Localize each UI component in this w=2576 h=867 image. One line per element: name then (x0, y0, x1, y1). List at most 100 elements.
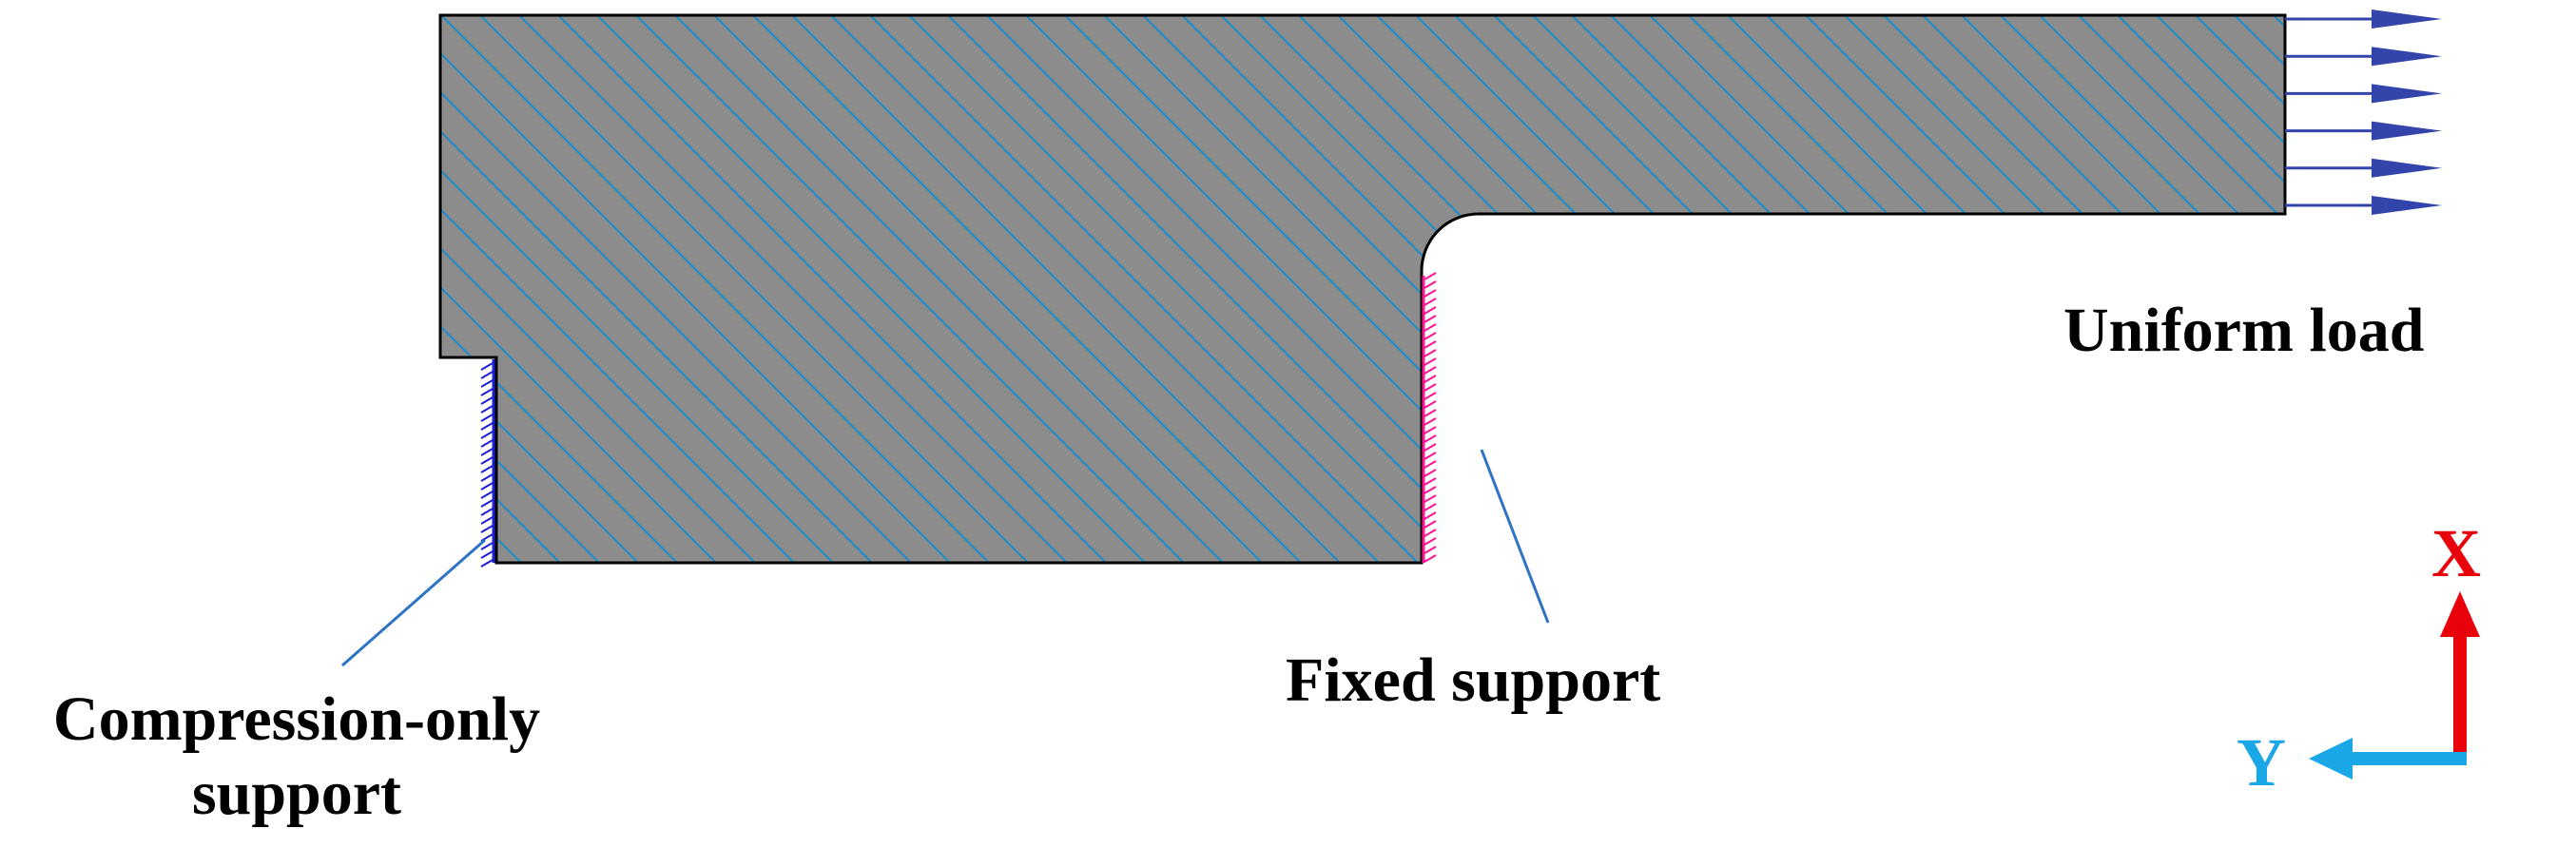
compression-leader-line (341, 538, 486, 667)
hatch-line (2063, 15, 2285, 563)
hatch-line (0, 0, 234, 665)
fixed-support-tick (1424, 280, 1437, 289)
hatch-line (2024, 15, 2285, 563)
fixed-support-tick (1424, 520, 1437, 529)
hatch-line (581, 15, 1249, 563)
fixed-support-tick (1424, 323, 1437, 332)
compression-support-tick (480, 473, 494, 482)
fixed-support-tick (1424, 315, 1437, 323)
fixed-support-label: Fixed support (1286, 645, 1661, 715)
fixed-support-tick (1424, 460, 1437, 469)
hatch-line (440, 15, 1054, 563)
hatch-line (440, 15, 781, 563)
hatch-line (0, 0, 429, 665)
fixed-support-tick (1424, 469, 1437, 477)
compression-support-tick (480, 396, 494, 405)
hatch-line (1985, 15, 2285, 563)
hatch-line (2140, 15, 2285, 563)
fixed-support-tick (1424, 537, 1437, 546)
hatch-line (698, 15, 1365, 563)
load-arrow-head (2372, 196, 2442, 215)
compression-support-tick (480, 465, 494, 473)
compression-support-tick (480, 414, 494, 422)
compression-support-tick (480, 371, 494, 379)
fixed-leader-line (1480, 449, 1550, 624)
part-outline (438, 13, 2287, 565)
compression-support-tick (480, 405, 494, 414)
hatch-line (737, 15, 1404, 563)
hatch-line (0, 0, 390, 665)
fixed-support-tick (1424, 486, 1437, 494)
uniform-load-label: Uniform load (2063, 296, 2425, 365)
hatch-line (0, 0, 351, 665)
hatch-line (503, 15, 1171, 563)
hatch-line (440, 15, 1015, 563)
hatch-line (440, 15, 820, 563)
hatch-line (2101, 15, 2285, 563)
compression-support-tick (480, 482, 494, 491)
fixed-support-tick (1424, 349, 1437, 357)
hatch-line (440, 15, 664, 563)
part-body (440, 15, 2285, 563)
fixed-support-tick (1424, 452, 1437, 460)
hatch-line (440, 15, 898, 563)
hatch-line (854, 15, 1521, 563)
compression-support-tick (480, 362, 494, 371)
hatch-line (0, 0, 117, 665)
fixed-support-tick (1424, 554, 1437, 563)
hatch-line (440, 15, 703, 563)
hatch-line (440, 15, 859, 563)
hatch-line (659, 15, 1327, 563)
fixed-support-tick (1424, 366, 1437, 375)
fixed-support-tick (1424, 409, 1437, 417)
load-arrow-head (2372, 84, 2442, 104)
compression-support-label-line2: support (191, 759, 402, 828)
compression-support-hatch (480, 359, 495, 568)
fixed-support-tick (1424, 383, 1437, 392)
hatch-line (440, 15, 742, 563)
fixed-support-tick (1424, 306, 1437, 315)
fixed-support-tick (1424, 434, 1437, 443)
compression-support-tick (480, 379, 494, 388)
hatch-line (542, 15, 1210, 563)
compression-support-tick (480, 388, 494, 396)
fixed-support-tick (1424, 357, 1437, 366)
hatch-line (0, 0, 195, 665)
fixed-support-tick (1424, 340, 1437, 349)
uniform-load-arrows (2285, 10, 2442, 215)
axis-x-label: X (2431, 515, 2481, 591)
axis-x-arrow (2440, 591, 2480, 759)
fixed-support-tick (1424, 332, 1437, 340)
hatch-line (440, 15, 625, 563)
fixed-support-tick (1424, 417, 1437, 426)
compression-support-tick (480, 491, 494, 499)
hatch-line (776, 15, 1443, 563)
compression-support-tick (480, 499, 494, 508)
compression-support-tick (480, 456, 494, 465)
fixed-support-tick (1424, 298, 1437, 306)
hatch-line (440, 15, 1093, 563)
fixed-support-tick (1424, 272, 1437, 280)
hatch-line (620, 15, 1288, 563)
fixed-support-tick (1424, 400, 1437, 409)
compression-support-tick (480, 559, 494, 568)
hatch-line (0, 0, 273, 665)
hatch-line (464, 15, 1132, 563)
fixed-support-tick (1424, 426, 1437, 434)
fixed-support-tick (1424, 511, 1437, 520)
fixed-support-tick (1424, 546, 1437, 554)
compression-support-label-line1: Compression-only (52, 684, 541, 754)
fixed-support-tick (1424, 289, 1437, 298)
compression-support-tick (480, 422, 494, 431)
compression-support-tick (480, 431, 494, 439)
fixed-support-tick (1424, 503, 1437, 511)
hatch-line (440, 15, 976, 563)
fixed-support-tick (1424, 494, 1437, 503)
fixed-support-tick (1424, 443, 1437, 452)
load-arrow-head (2372, 158, 2442, 178)
hatch-line (440, 15, 469, 563)
compression-support-tick (480, 516, 494, 525)
load-arrow-head (2372, 121, 2442, 141)
compression-support-label: Compression-only support (11, 683, 582, 831)
